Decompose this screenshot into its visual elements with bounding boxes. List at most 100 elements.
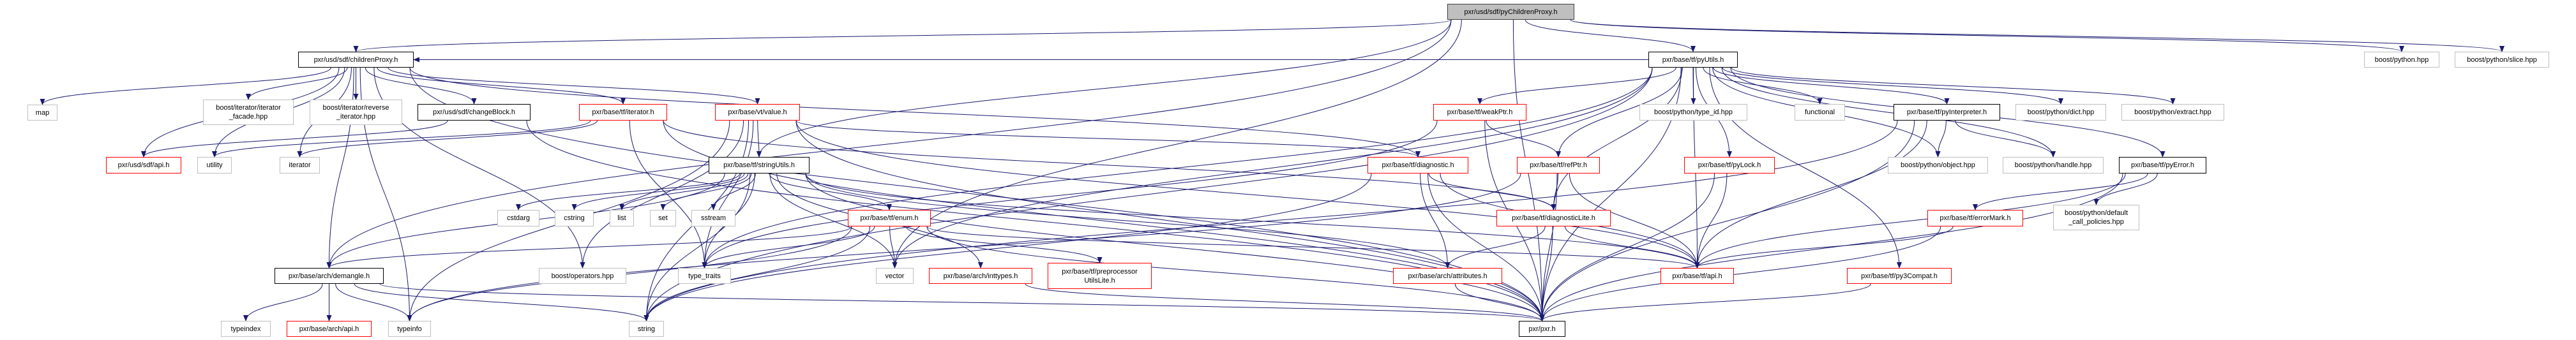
node-vt-value[interactable]: pxr/base/vt/value.h [715,104,800,121]
edge-diagnostic-to-string [644,173,1372,322]
edge-children-proxy-to-demangle [326,67,354,269]
node-functional[interactable]: functional [1795,104,1845,121]
edge-py-utils-to-py-interpreter [1713,67,1950,105]
node-cstring[interactable]: cstring [555,210,594,226]
node-cstdarg[interactable]: cstdarg [497,210,539,226]
node-attributes[interactable]: pxr/base/arch/attributes.h [1393,268,1502,284]
node-utility[interactable]: utility [197,157,232,174]
node-vector[interactable]: vector [876,268,914,284]
edge-string-utils-to-cstring [571,173,745,211]
node-default-call-policies[interactable]: boost/python/default _call_policies.hpp [2053,205,2139,230]
edge-py-children-proxy-to-python-hpp [1570,19,2404,52]
node-handle-hpp[interactable]: boost/python/handle.hpp [2003,157,2104,174]
edge-py-utils-to-ref-ptr [1556,67,1683,158]
edge-string-utils-to-enum [769,173,892,211]
edge-py3-compat-to-pxr-h [1539,283,1871,322]
edge-tf-iterator-to-diagnostic-lite [663,120,1556,211]
node-typeindex[interactable]: typeindex [221,321,271,337]
node-pxr-h[interactable]: pxr/pxr.h [1519,321,1565,337]
node-enum[interactable]: pxr/base/tf/enum.h [848,210,931,226]
node-object-hpp[interactable]: boost/python/object.hpp [1888,157,1988,174]
edge-py-utils-to-vector [892,67,1653,269]
edge-py-utils-to-handle-hpp [1721,67,2056,158]
node-preprocessor-utils-lite[interactable]: pxr/base/tf/preprocessor UtilsLite.h [1048,263,1152,289]
edge-diagnostic-to-attributes [1420,173,1450,269]
edge-weak-ptr-to-ref-ptr [1486,120,1561,158]
edge-py-children-proxy-to-string-utils [757,19,1452,158]
node-py-utils[interactable]: pxr/base/tf/pyUtils.h [1648,52,1738,68]
edge-string-utils-to-sstream [711,173,756,211]
node-typeinfo[interactable]: typeinfo [388,321,431,337]
node-inttypes[interactable]: pxr/base/arch/inttypes.h [929,268,1032,284]
node-iterator[interactable]: iterator [280,157,320,174]
edge-py-interpreter-to-string [644,120,1898,322]
edge-py-interpreter-to-tf-api [1694,120,1927,269]
node-ref-ptr[interactable]: pxr/base/tf/refPtr.h [1517,157,1600,174]
edge-string-utils-to-string [644,173,751,322]
node-type-id[interactable]: boost/python/type_id.hpp [1639,104,1747,121]
node-py-interpreter[interactable]: pxr/base/tf/pyInterpreter.h [1894,104,2000,121]
node-py-lock[interactable]: pxr/base/tf/pyLock.h [1684,157,1775,174]
edge-py-error-to-tf-api [1694,173,2126,269]
edge-string-utils-to-vector [769,173,898,269]
node-dict-hpp[interactable]: boost/python/dict.hpp [2015,104,2106,121]
edge-py-utils-to-extract-hpp [1731,67,2176,105]
edge-string-utils-to-list [619,173,749,211]
edge-children-proxy-to-change-block [365,67,477,105]
node-sdf-api[interactable]: pxr/usd/sdf/api.h [106,157,181,174]
edge-py-utils-to-diagnostic-lite [1551,67,1683,211]
edge-py-error-to-default-call-policies [2093,173,2158,205]
node-change-block[interactable]: pxr/usd/sdf/changeBlock.h [418,104,531,121]
node-string[interactable]: string [629,321,664,337]
edge-children-proxy-to-operators [373,67,585,269]
node-py-error[interactable]: pxr/base/tf/pyError.h [2119,157,2206,174]
edge-py-utils-to-functional [1703,67,1823,105]
node-list[interactable]: list [610,210,634,226]
edge-vt-value-to-operators [580,120,744,269]
edge-py-utils-to-weak-ptr [1477,67,1676,105]
node-string-utils[interactable]: pxr/base/tf/stringUtils.h [709,157,810,174]
edge-py-children-proxy-to-vector [892,19,1462,269]
node-py3-compat[interactable]: pxr/base/tf/py3Compat.h [1847,268,1952,284]
edge-children-proxy-to-map [40,67,331,105]
edge-demangle-to-typeinfo [335,283,412,322]
edge-children-proxy-to-vt-value [388,67,760,105]
node-demangle[interactable]: pxr/base/arch/demangle.h [275,268,384,284]
node-operators[interactable]: boost/operators.hpp [539,268,626,284]
edge-diagnostic-to-pxr-h [1427,173,1545,322]
edge-tf-iterator-to-utility [212,120,591,158]
edge-tf-iterator-to-iterator [297,120,598,158]
edge-py-utils-to-type-traits [702,67,1653,269]
edge-py-lock-to-pxr-h [1539,173,1715,322]
node-type-traits[interactable]: type_traits [678,268,731,284]
edge-demangle-to-string [354,283,649,322]
node-reverse-iterator[interactable]: boost/iterator/reverse _iterator.hpp [310,100,402,125]
edge-vt-value-to-tf-api [795,120,1700,269]
edge-ref-ptr-to-tf-api [1569,173,1700,269]
node-python-hpp[interactable]: boost/python.hpp [2364,52,2439,68]
edge-py-children-proxy-to-py-utils [1525,19,1696,52]
node-arch-api[interactable]: pxr/base/arch/api.h [287,321,372,337]
edge-enum-to-pxr-h [926,226,1545,322]
edge-demangle-to-pxr-h [379,283,1544,322]
edge-py-error-to-error-mark [1973,173,2148,211]
node-children-proxy[interactable]: pxr/usd/sdf/childrenProxy.h [298,52,414,68]
node-extract-hpp[interactable]: boost/python/extract.hpp [2121,104,2224,121]
node-weak-ptr[interactable]: pxr/base/tf/weakPtr.h [1433,104,1526,121]
node-iterator-facade[interactable]: boost/iterator/iterator _facade.hpp [203,100,294,125]
node-error-mark[interactable]: pxr/base/tf/errorMark.h [1927,210,2023,226]
edge-weak-ptr-to-type-traits [702,120,1438,269]
node-tf-api[interactable]: pxr/base/tf/api.h [1661,268,1734,284]
edge-error-mark-to-pxr-h [1539,226,1941,322]
edge-children-proxy-to-diagnostic [409,67,1420,158]
node-slice-hpp[interactable]: boost/python/slice.hpp [2455,52,2549,68]
node-diagnostic[interactable]: pxr/base/tf/diagnostic.h [1367,157,1468,174]
edge-string-utils-to-set [660,173,752,211]
node-set[interactable]: set [650,210,676,226]
node-map[interactable]: map [27,105,57,121]
node-diagnostic-lite[interactable]: pxr/base/tf/diagnosticLite.h [1496,210,1611,226]
edge-vt-value-to-diagnostic [795,120,1420,158]
node-tf-iterator[interactable]: pxr/base/tf/iterator.h [579,104,667,121]
node-sstream[interactable]: sstream [691,210,735,226]
